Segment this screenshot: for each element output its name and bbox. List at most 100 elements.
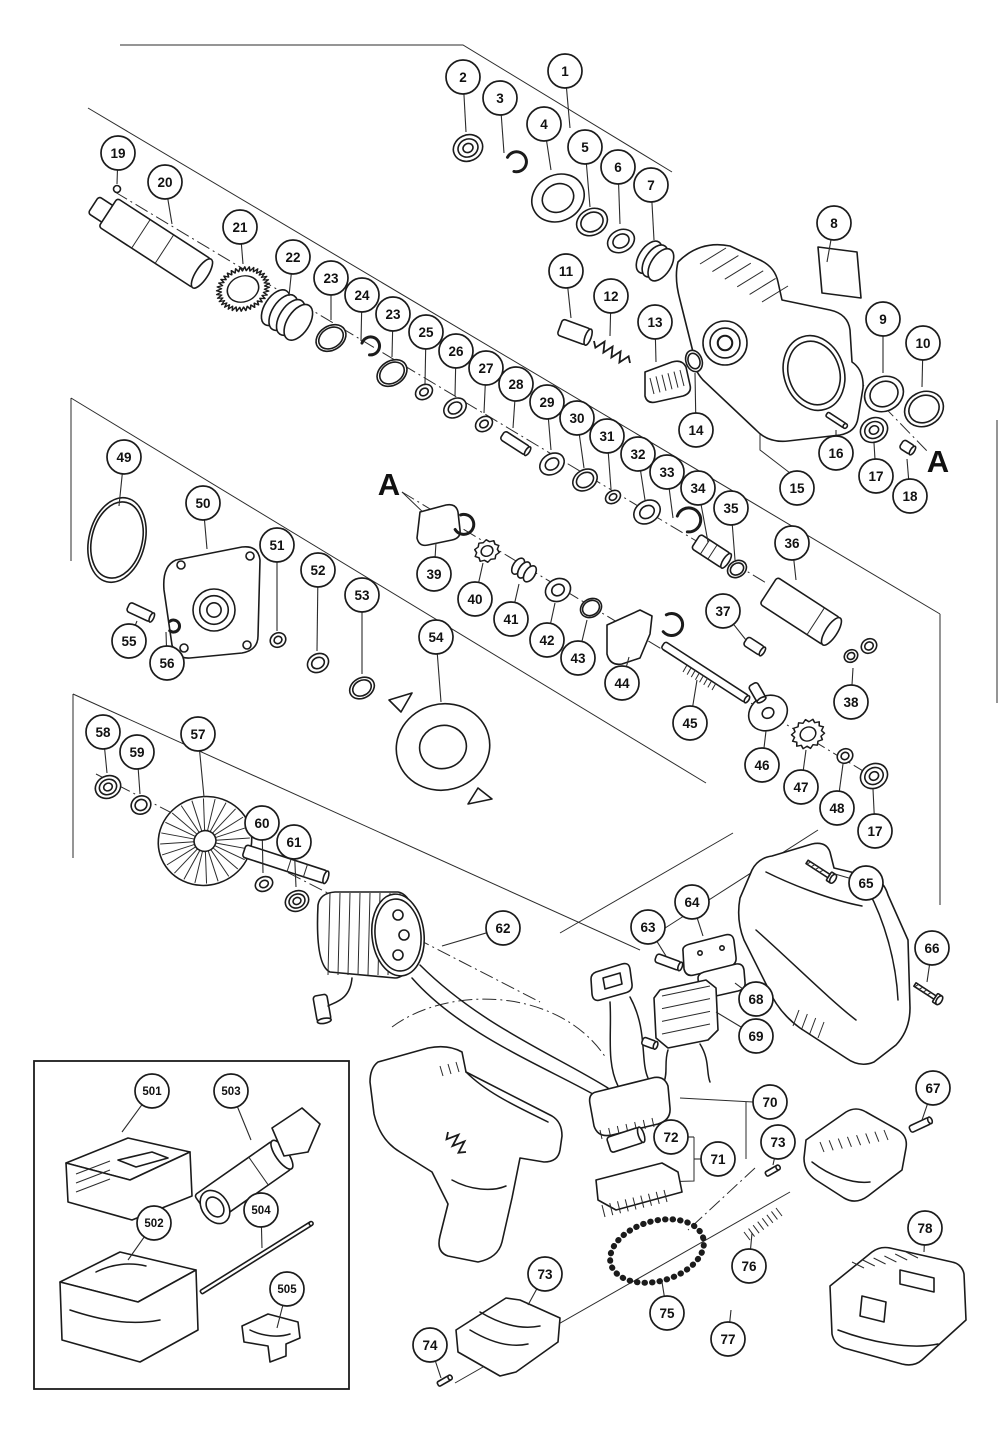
balloon-73[interactable]: 73 (760, 1124, 796, 1166)
balloon-52[interactable]: 52 (300, 552, 336, 652)
svg-text:71: 71 (710, 1152, 726, 1167)
balloon-42[interactable]: 42 (529, 602, 565, 658)
balloon-15[interactable]: 15 (779, 470, 815, 506)
svg-text:40: 40 (467, 592, 482, 607)
balloon-24[interactable]: 24 (344, 277, 380, 342)
balloon-41[interactable]: 41 (493, 583, 529, 637)
balloon-67[interactable]: 67 (915, 1070, 951, 1121)
balloon-4[interactable]: 4 (526, 106, 562, 171)
balloon-75[interactable]: 75 (649, 1281, 685, 1331)
balloon-39[interactable]: 39 (416, 542, 452, 592)
balloon-50[interactable]: 50 (185, 485, 221, 550)
balloon-47[interactable]: 47 (783, 749, 819, 805)
balloon-3[interactable]: 3 (482, 80, 518, 154)
balloon-502[interactable]: 502 (127, 1205, 172, 1261)
balloon-51[interactable]: 51 (259, 527, 295, 631)
balloon-66[interactable]: 66 (914, 930, 950, 983)
balloon-7[interactable]: 7 (633, 167, 669, 241)
svg-text:59: 59 (129, 745, 144, 760)
balloon-65[interactable]: 65 (834, 865, 884, 901)
balloon-5[interactable]: 5 (567, 129, 603, 208)
balloon-43[interactable]: 43 (560, 619, 596, 676)
balloon-61[interactable]: 61 (276, 824, 312, 888)
svg-text:67: 67 (925, 1081, 940, 1096)
balloon-9[interactable]: 9 (865, 301, 901, 373)
balloon-62[interactable]: 62 (441, 910, 521, 947)
balloon-11[interactable]: 11 (548, 253, 584, 319)
balloon-76[interactable]: 76 (731, 1232, 767, 1284)
balloon-77[interactable]: 77 (710, 1309, 746, 1357)
balloon-35[interactable]: 35 (713, 490, 749, 561)
balloon-36[interactable]: 36 (774, 525, 810, 581)
balloon-31[interactable]: 31 (589, 418, 625, 490)
balloon-23[interactable]: 23 (313, 260, 349, 320)
balloon-37[interactable]: 37 (705, 593, 747, 641)
svg-text:69: 69 (748, 1029, 763, 1044)
balloon-6[interactable]: 6 (600, 149, 636, 225)
svg-text:33: 33 (659, 465, 675, 480)
balloon-2[interactable]: 2 (445, 59, 481, 133)
balloon-501[interactable]: 501 (121, 1073, 170, 1133)
balloon-30[interactable]: 30 (559, 400, 595, 469)
balloon-72[interactable]: 72 (653, 1119, 694, 1155)
balloon-71[interactable]: 71 (694, 1141, 736, 1177)
svg-text:21: 21 (232, 220, 248, 235)
balloon-40[interactable]: 40 (457, 562, 493, 617)
balloon-23[interactable]: 23 (375, 296, 411, 358)
balloon-44[interactable]: 44 (604, 656, 640, 701)
balloon-53[interactable]: 53 (344, 577, 380, 674)
balloon-32[interactable]: 32 (620, 436, 656, 501)
balloon-13[interactable]: 13 (637, 304, 673, 363)
balloon-12[interactable]: 12 (593, 278, 629, 337)
balloon-14[interactable]: 14 (678, 372, 714, 448)
balloon-34[interactable]: 34 (680, 470, 716, 543)
balloon-55[interactable]: 55 (111, 620, 147, 659)
balloon-33[interactable]: 33 (649, 454, 685, 519)
svg-text:61: 61 (286, 835, 302, 850)
svg-text:42: 42 (539, 633, 554, 648)
balloon-505[interactable]: 505 (269, 1271, 305, 1329)
svg-text:49: 49 (116, 450, 131, 465)
balloon-22[interactable]: 22 (275, 239, 311, 297)
balloon-19[interactable]: 19 (100, 135, 136, 185)
balloon-504[interactable]: 504 (243, 1192, 279, 1249)
balloon-26[interactable]: 26 (438, 333, 474, 397)
balloon-28[interactable]: 28 (498, 366, 534, 429)
balloon-503[interactable]: 503 (213, 1073, 252, 1141)
balloon-25[interactable]: 25 (408, 314, 444, 385)
balloon-16[interactable]: 16 (818, 430, 854, 471)
balloon-56[interactable]: 56 (149, 631, 185, 681)
balloon-17[interactable]: 17 (858, 442, 894, 494)
svg-text:4: 4 (540, 117, 548, 132)
balloon-8[interactable]: 8 (816, 205, 852, 263)
balloon-38[interactable]: 38 (833, 667, 869, 720)
balloon-45[interactable]: 45 (672, 679, 708, 741)
balloon-48[interactable]: 48 (819, 763, 855, 826)
balloon-29[interactable]: 29 (529, 384, 565, 451)
balloon-68[interactable]: 68 (734, 981, 774, 1017)
balloon-63[interactable]: 63 (630, 909, 667, 957)
balloon-64[interactable]: 64 (674, 884, 710, 937)
balloon-70[interactable]: 70 (752, 1084, 788, 1120)
balloon-20[interactable]: 20 (147, 164, 183, 225)
balloon-21[interactable]: 21 (222, 209, 258, 265)
balloon-73[interactable]: 73 (527, 1256, 563, 1306)
svg-text:24: 24 (354, 288, 370, 303)
svg-text:57: 57 (190, 727, 205, 742)
balloon-1[interactable]: 1 (547, 53, 583, 129)
balloon-46[interactable]: 46 (744, 730, 780, 783)
balloon-59[interactable]: 59 (119, 734, 155, 795)
balloon-49[interactable]: 49 (106, 439, 142, 507)
balloon-60[interactable]: 60 (244, 805, 280, 874)
balloon-74[interactable]: 74 (412, 1327, 448, 1379)
balloon-17[interactable]: 17 (857, 788, 893, 849)
balloon-54[interactable]: 54 (418, 619, 454, 703)
balloon-27[interactable]: 27 (468, 350, 504, 414)
balloon-18[interactable]: 18 (892, 458, 928, 514)
balloon-78[interactable]: 78 (907, 1210, 943, 1253)
balloon-57[interactable]: 57 (180, 716, 216, 798)
balloon-58[interactable]: 58 (85, 714, 121, 774)
svg-text:502: 502 (144, 1218, 163, 1230)
balloon-10[interactable]: 10 (905, 325, 941, 388)
balloon-69[interactable]: 69 (715, 1011, 774, 1054)
